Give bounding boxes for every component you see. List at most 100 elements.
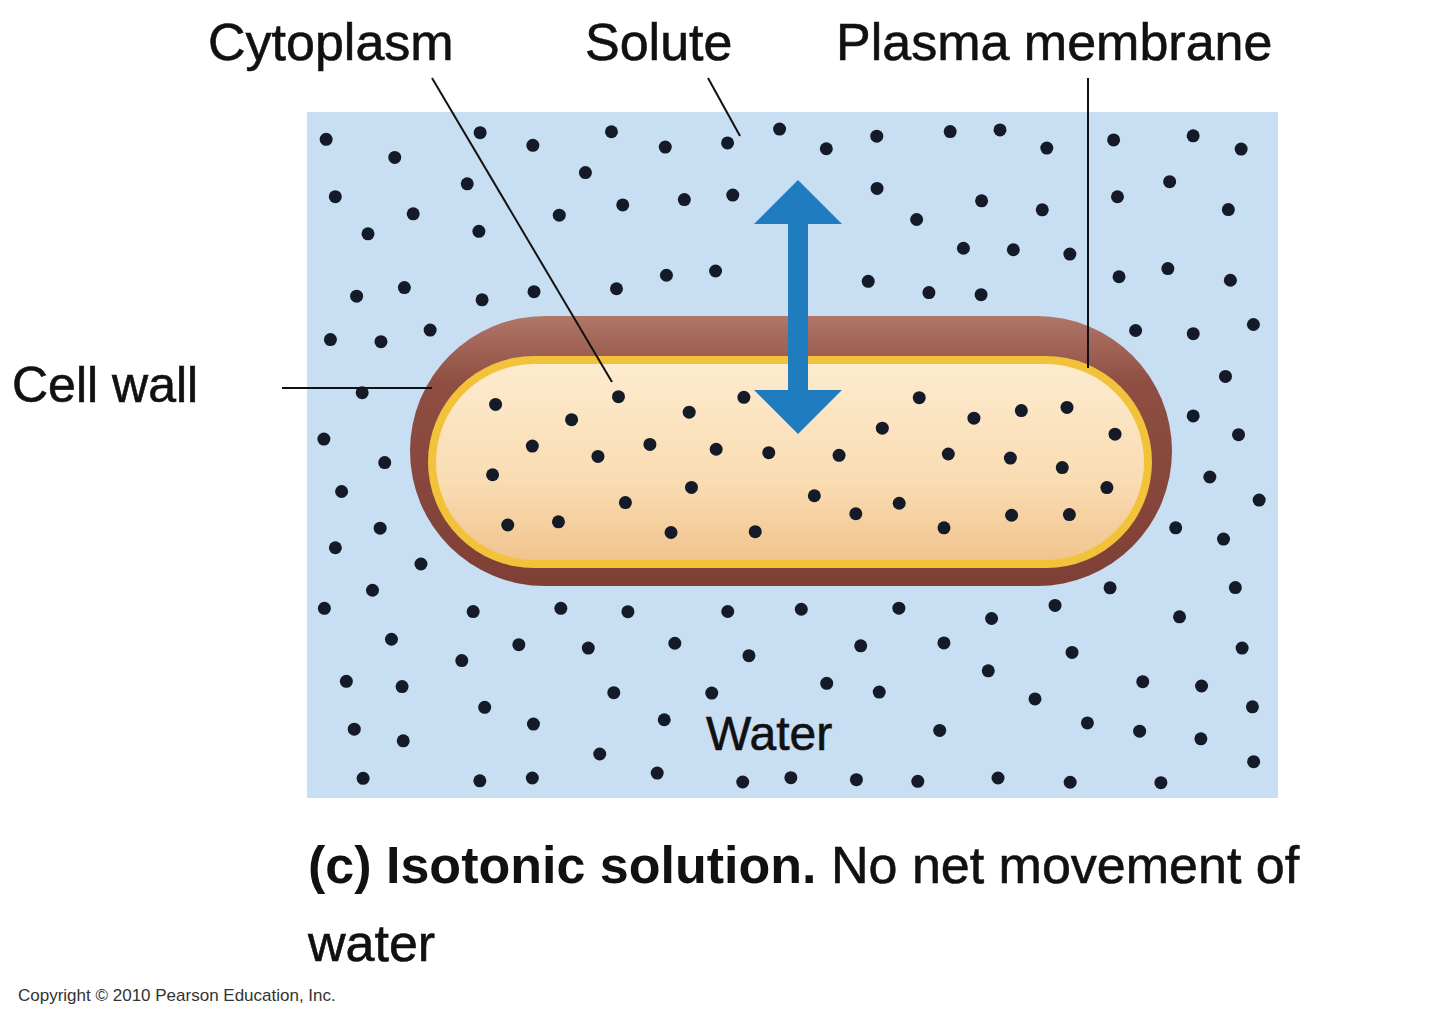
caption-title: (c) Isotonic solution.	[308, 836, 816, 894]
solute-dot	[773, 123, 786, 136]
solute-dot	[526, 440, 539, 453]
region-label: Water	[706, 708, 832, 761]
solute-dot	[1007, 243, 1020, 256]
solute-dot	[1195, 679, 1208, 692]
solute-dot	[552, 515, 565, 528]
solute-dot	[893, 497, 906, 510]
solute-dot	[660, 269, 673, 282]
solute-dot	[335, 485, 348, 498]
solute-dot	[1222, 203, 1235, 216]
solute-dot	[374, 522, 387, 535]
solute-dot	[736, 775, 749, 788]
solute-dot	[501, 518, 514, 531]
solute-dot	[820, 677, 833, 690]
solute-dot	[616, 198, 629, 211]
solute-dot	[324, 333, 337, 346]
solute-dot	[512, 638, 525, 651]
solute-dot	[1064, 776, 1077, 789]
part-label: Plasma membrane	[836, 14, 1272, 71]
solute-dot	[668, 637, 681, 650]
solute-dot	[320, 133, 333, 146]
solute-dot	[1113, 270, 1126, 283]
solute-dot	[892, 602, 905, 615]
solute-dot	[528, 285, 541, 298]
solute-dot	[762, 446, 775, 459]
solute-dot	[472, 225, 485, 238]
water-movement-arrow	[754, 180, 842, 434]
solute-dot	[937, 521, 950, 534]
solute-dot	[329, 190, 342, 203]
solute-dot	[1004, 452, 1017, 465]
solute-dot	[554, 602, 567, 615]
solute-dot	[784, 771, 797, 784]
solute-dot	[944, 125, 957, 138]
solute-dot	[1169, 521, 1182, 534]
solute-dot	[913, 391, 926, 404]
solute-dot	[1203, 470, 1216, 483]
solute-dot	[985, 612, 998, 625]
solute-dot	[476, 293, 489, 306]
solute-dot	[565, 413, 578, 426]
part-label: Solute	[585, 14, 732, 71]
solute-dot	[749, 525, 762, 538]
solute-dot	[975, 288, 988, 301]
solute-dot	[473, 774, 486, 787]
solute-dot	[350, 290, 363, 303]
solute-dot	[1194, 732, 1207, 745]
solute-dot	[607, 686, 620, 699]
solute-dot	[1109, 428, 1122, 441]
solute-dot	[993, 123, 1006, 136]
solute-dot	[467, 605, 480, 618]
solute-dot	[1224, 274, 1237, 287]
solute-dot	[1036, 203, 1049, 216]
part-label: Cytoplasm	[208, 14, 454, 71]
solute-dot	[397, 734, 410, 747]
solute-dot	[1235, 143, 1248, 156]
solute-dot	[366, 584, 379, 597]
solute-dot	[1154, 776, 1167, 789]
solute-dot	[721, 136, 734, 149]
solute-dot	[742, 649, 755, 662]
solute-dot	[407, 207, 420, 220]
solute-dot	[1236, 642, 1249, 655]
solute-dot	[992, 772, 1005, 785]
solute-dot	[605, 125, 618, 138]
solute-dot	[1232, 428, 1245, 441]
solute-dot	[665, 526, 678, 539]
leader-lines	[282, 78, 1088, 388]
solute-dot	[1063, 508, 1076, 521]
solute-dot	[658, 713, 671, 726]
solute-dot	[709, 265, 722, 278]
solute-dot	[726, 189, 739, 202]
solute-dot	[610, 282, 623, 295]
part-label: Cell wall	[12, 358, 198, 413]
solute-dot	[876, 422, 889, 435]
solute-dot	[526, 139, 539, 152]
solute-dot	[1217, 533, 1230, 546]
solute-dot	[1066, 646, 1079, 659]
water-background	[307, 112, 1278, 798]
solute-dot	[651, 767, 664, 780]
solute-dot	[1063, 248, 1076, 261]
solute-dot	[1173, 610, 1186, 623]
solute-dot	[1253, 494, 1266, 507]
solute-dot	[526, 772, 539, 785]
solute-dot	[1246, 700, 1259, 713]
solute-dot	[357, 772, 370, 785]
solute-dot	[489, 398, 502, 411]
solute-dot	[362, 227, 375, 240]
solute-dot	[621, 605, 634, 618]
solute-dot	[582, 642, 595, 655]
solute-dot	[833, 449, 846, 462]
solute-dot	[414, 557, 427, 570]
solute-dot	[527, 718, 540, 731]
solute-dot	[318, 602, 331, 615]
solute-dot	[1187, 129, 1200, 142]
solute-dot	[461, 177, 474, 190]
solute-dot	[1040, 142, 1053, 155]
leader-line	[432, 78, 612, 382]
solute-dot	[862, 275, 875, 288]
solute-dot	[579, 166, 592, 179]
solute-dot	[705, 687, 718, 700]
solute-dot	[348, 723, 361, 736]
